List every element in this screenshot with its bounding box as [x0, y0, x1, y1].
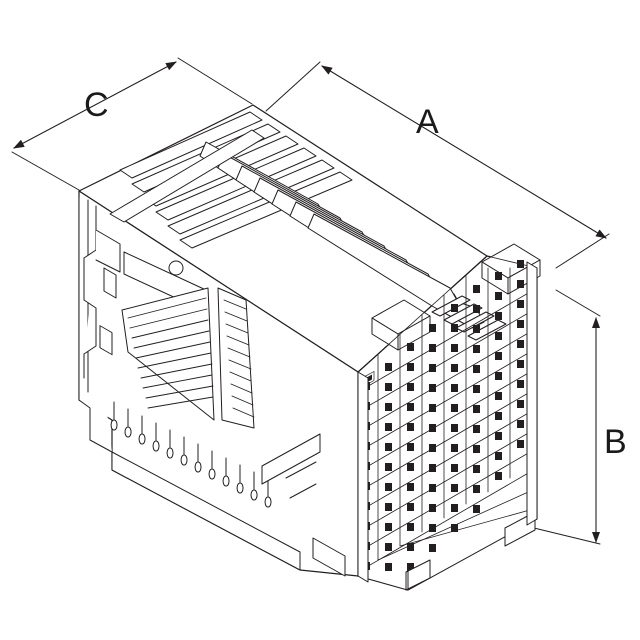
connector-body — [78, 104, 541, 591]
extension-line-a1 — [265, 61, 321, 112]
dimension-lines — [11, 57, 610, 545]
front-edge-strip — [357, 261, 538, 583]
extension-line-c1 — [11, 151, 80, 191]
left-side-detail — [78, 129, 321, 571]
press-fit-tails — [110, 401, 272, 508]
dimension-label-c: C — [84, 86, 109, 124]
dimension-line-a — [321, 65, 607, 239]
extension-line-a2 — [555, 233, 610, 269]
dimension-label-a: A — [416, 103, 439, 141]
extension-line-c2 — [177, 57, 253, 105]
contact-fingers — [199, 141, 485, 329]
dimension-label-b: B — [604, 423, 627, 461]
extension-line-b1 — [555, 289, 601, 317]
dimension-line-c — [13, 61, 177, 149]
extension-line-b2 — [533, 527, 601, 545]
pin-field-lattice — [357, 255, 538, 591]
